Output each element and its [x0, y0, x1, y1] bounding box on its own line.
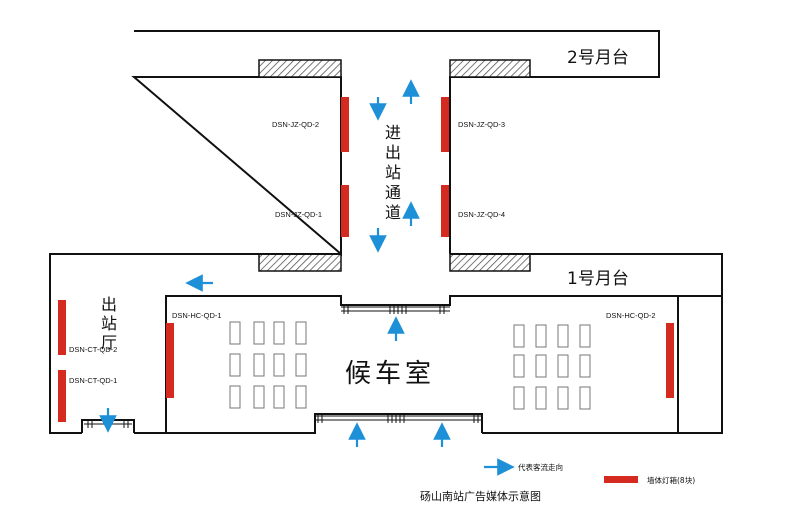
seating-right	[513, 324, 591, 410]
legend-lightbox-text: 墙体灯箱(8块)	[647, 475, 695, 485]
corridor-char: 通	[385, 183, 401, 202]
billboard-hc-qd-1	[166, 323, 174, 398]
label-jz-qd-1: DSN-JZ-QD-1	[275, 210, 322, 219]
corridor-char: 站	[385, 163, 401, 182]
legend-lightbox-swatch	[604, 476, 638, 483]
corridor-char: 进	[385, 123, 401, 142]
seat-column	[229, 321, 307, 409]
waiting-room-label: 候车室	[345, 359, 435, 389]
exit-hall-label: 出 站 厅	[101, 295, 117, 352]
door-marks	[84, 304, 482, 428]
billboard-ct-qd-2	[58, 300, 66, 355]
billboard-ct-qd-1	[58, 370, 66, 422]
pillar-bottom-left	[258, 253, 342, 272]
exit-hall-char: 站	[101, 314, 117, 333]
exit-hall-char: 出	[101, 295, 117, 314]
billboards	[58, 97, 674, 483]
flow-arrows	[99, 79, 515, 476]
label-ct-qd-1: DSN-CT-QD-1	[69, 376, 117, 385]
building-outline	[49, 253, 723, 434]
label-ct-qd-2: DSN-CT-QD-2	[69, 345, 117, 354]
label-hc-qd-1: DSN-HC-QD-1	[172, 311, 222, 320]
exit-hall-char: 厅	[101, 333, 117, 352]
diagram-title: 砀山南站广告媒体示意图	[420, 489, 541, 503]
billboard-jz-qd-2	[341, 97, 349, 152]
corridor-label: 进 出 站 通 道	[385, 123, 401, 222]
corridor-char: 道	[385, 203, 401, 222]
seating-left	[229, 321, 307, 409]
label-jz-qd-4: DSN-JZ-QD-4	[458, 210, 505, 219]
platform-1-label: 1号月台	[567, 269, 629, 289]
billboard-jz-qd-4	[441, 185, 449, 237]
pillar-bottom-right	[449, 253, 531, 272]
corridor-char: 出	[385, 143, 401, 162]
billboard-hc-qd-2	[666, 323, 674, 398]
label-jz-qd-2: DSN-JZ-QD-2	[272, 120, 319, 129]
pillar-top-left	[258, 59, 342, 78]
label-jz-qd-3: DSN-JZ-QD-3	[458, 120, 505, 129]
legend-flow-text: 代表客流走向	[518, 462, 563, 472]
hatched-pillars	[258, 59, 531, 272]
platform-2-label: 2号月台	[567, 48, 629, 68]
billboard-jz-qd-3	[441, 97, 449, 152]
billboard-jz-qd-1	[341, 185, 349, 237]
label-hc-qd-2: DSN-HC-QD-2	[606, 311, 656, 320]
pillar-top-right	[449, 59, 531, 78]
